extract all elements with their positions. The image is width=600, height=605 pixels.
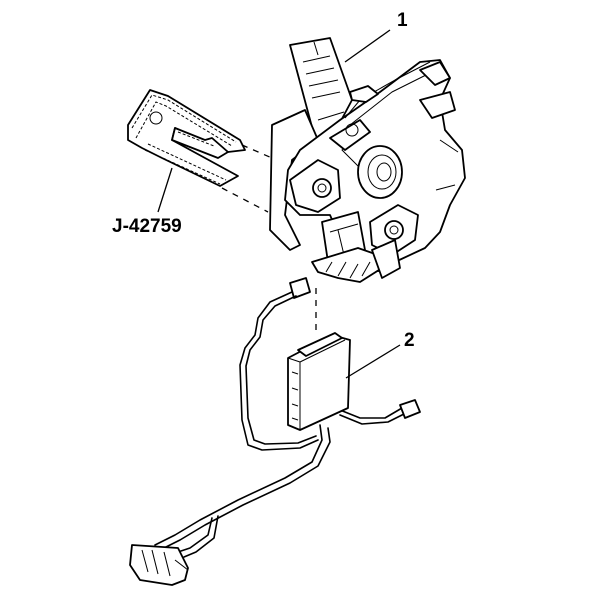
leader-line-1 <box>344 29 391 63</box>
part-1-switch-housing-drawing <box>269 37 466 283</box>
callout-part-2: 2 <box>404 330 415 351</box>
alignment-line-lower <box>221 187 269 213</box>
alignment-line-upper <box>241 144 273 159</box>
wire-harness-drawing <box>129 277 421 586</box>
part-2-module-drawing <box>287 332 351 431</box>
leader-line-tool <box>157 167 173 213</box>
callout-tool-j-42759: J-42759 <box>112 216 182 237</box>
callout-part-1: 1 <box>397 10 408 31</box>
leader-line-2 <box>345 344 401 379</box>
j-42759-tool-drawing <box>127 89 246 187</box>
